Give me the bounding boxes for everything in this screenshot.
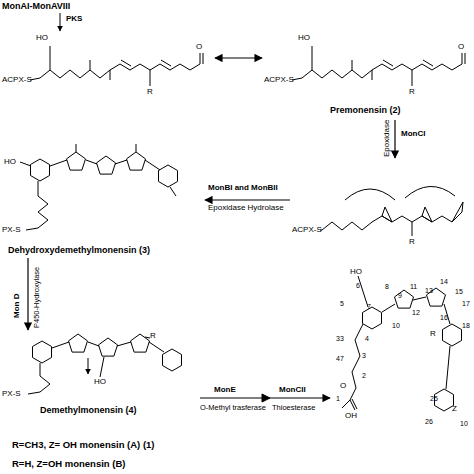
atom-label: O [458,43,464,51]
epoxide-chain [320,186,463,236]
atom-label: 5 [340,300,344,307]
atom-label: 3 [362,352,366,359]
monensin-structure [342,276,462,411]
polyether-structure-3 [20,144,178,230]
enzyme-label: Mon D [13,294,21,318]
polyketide-chain [30,46,203,86]
atom-label: O [196,43,202,51]
atom-label: 1 [336,395,340,402]
pathway-label: Epoxidase [383,120,391,157]
atom-label: HO [36,34,48,42]
enzyme-label: MonE [214,386,236,394]
compound-node: HO PX-S Dehydroxydemethylmonensin (3) [0,140,205,258]
reaction-arrow [394,120,395,158]
atom-label: R [409,88,415,96]
atom-label: 15 [455,288,463,295]
atom-label: 25 [430,395,438,402]
atom-label: 17 [462,300,470,307]
pathway-label: MonCII [279,386,306,394]
atom-label: ACPX-S [264,76,294,84]
atom-label: 14 [440,278,448,285]
pathway-label: O-Methyl trasferase [200,404,266,412]
pathway-label: P450-Hydroxylase [33,267,41,328]
compound-node: HO ACPX-S R O Premonensin (2) [262,8,474,120]
atom-label: 16 [440,314,448,321]
compound-name: Premonensin (2) [330,106,401,115]
atom-label: HO [298,34,310,42]
atom-label: 11 [410,283,417,290]
mid-arrowhead [262,394,270,402]
pathway-label: MonAI-MonAVIII [2,2,70,11]
atom-label: 9 [398,292,402,299]
atom-label: 8 [385,283,389,290]
compound-name: Dehydroxydemethylmonensin (3) [8,246,150,255]
polyether-structure-4 [28,334,182,394]
atom-label: Z [452,405,457,413]
atom-label: R [409,238,415,246]
atom-label: R [147,88,153,96]
enzyme-label: MonCI [401,130,425,138]
compound-node: HO ACPX-S R O [0,32,215,102]
compound-node: R HO PX-S Demethylmonensin (4) [0,330,200,418]
atom-label: 47 [336,355,344,362]
enzyme-label: MonBI and MonBII [208,184,278,192]
atom-label: 4 [365,335,369,342]
atom-label: 33 [336,335,344,342]
reaction-arrow [27,258,28,330]
atom-label: 6 [356,282,360,289]
atom-label: 26 [425,418,433,425]
atom-label: HO [94,378,106,386]
atom-label: 12 [412,309,420,316]
atom-label: OH [345,412,357,420]
atom-label: R [150,332,156,340]
compound-node: ACPX-S R [290,158,474,258]
atom-label: PX-S [2,226,21,234]
atom-label: PX-S [2,390,21,398]
atom-label: O [340,382,346,390]
atom-label: HO [350,268,362,276]
atom-label: ACPX-S [2,76,32,84]
pks-arrow [60,13,61,31]
compound-node: HO 6 8 5 9 7 10 11 12 13 14 15 16 17 18R 4 3 2 33 47O1OH 25 2… [330,265,474,432]
atom-label: 13 [425,287,433,294]
atom-label: R [430,330,436,338]
atom-label: ACPX-S [292,226,322,234]
reaction-arrow [205,199,290,200]
pathway-label: Epoxidase Hydrolase [208,204,284,212]
atom-label: 10 [392,322,400,329]
pathway-label: PKS [66,15,82,23]
pathway-label: R=H, Z=OH monensin (B) [12,459,125,469]
atom-label: 10 [460,420,468,427]
reaction-arrow [200,397,330,398]
pathway-label: R=CH3, Z= OH monensin (A) (1) [12,440,155,450]
reaction-arrow [215,57,262,58]
compound-name: Demethylmonensin (4) [40,406,137,415]
atom-label: 7 [367,303,371,310]
atom-label: 2 [362,372,366,379]
atom-label: HO [4,158,16,166]
atom-label: 18 [462,322,470,329]
premonensin-chain [292,46,465,86]
pathway-label: Thioesterase [272,404,315,412]
